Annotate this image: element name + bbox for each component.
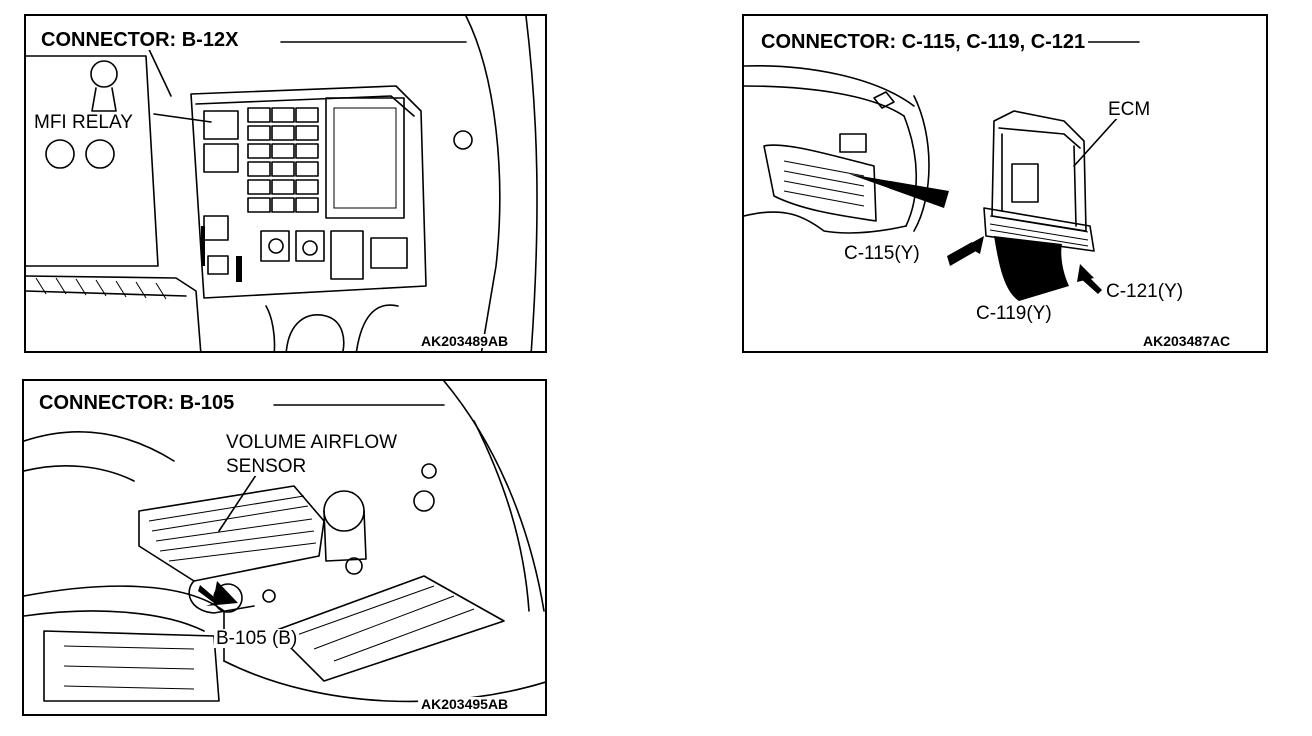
callout-volume-airflow: VOLUME AIRFLOW bbox=[224, 432, 400, 453]
panel-connector-c115-c119-c121: CONNECTOR: C-115, C-119, C-121 ECM C-115… bbox=[742, 14, 1268, 353]
fuse-grid bbox=[247, 107, 319, 213]
callout-c115: C-115(Y) bbox=[842, 243, 922, 264]
callout-ecm: ECM bbox=[1106, 99, 1153, 120]
volume-airflow-sensor bbox=[138, 485, 325, 614]
dashboard-ecm-drawing bbox=[744, 41, 1140, 301]
ecm-unit bbox=[983, 110, 1095, 301]
figure-id: AK203487AC bbox=[1140, 334, 1234, 348]
panel-title: CONNECTOR: B-12X bbox=[38, 30, 242, 50]
callout-b105-b: B-105 (B) bbox=[214, 628, 300, 649]
figure-id: AK203489AB bbox=[418, 334, 512, 348]
engine-bay-relay-box-drawing bbox=[26, 16, 538, 351]
figure-id: AK203495AB bbox=[418, 697, 512, 711]
engine-bay-airflow-sensor-drawing bbox=[24, 381, 545, 703]
panel-title: CONNECTOR: C-115, C-119, C-121 bbox=[758, 32, 1089, 52]
panel-connector-b105: CONNECTOR: B-105 VOLUME AIRFLOW SENSOR B… bbox=[22, 379, 547, 716]
arrow-b105 bbox=[198, 581, 238, 606]
callout-c121: C-121(Y) bbox=[1104, 281, 1186, 302]
callout-c119: C-119(Y) bbox=[974, 303, 1054, 324]
panel-connector-b12x: CONNECTOR: B-12X MFI RELAY AK203489AB bbox=[24, 14, 547, 353]
arrow-c115 bbox=[947, 242, 976, 266]
callout-sensor: SENSOR bbox=[224, 456, 309, 477]
panel-title: CONNECTOR: B-105 bbox=[36, 393, 238, 413]
callout-mfi-relay: MFI RELAY bbox=[32, 112, 135, 133]
